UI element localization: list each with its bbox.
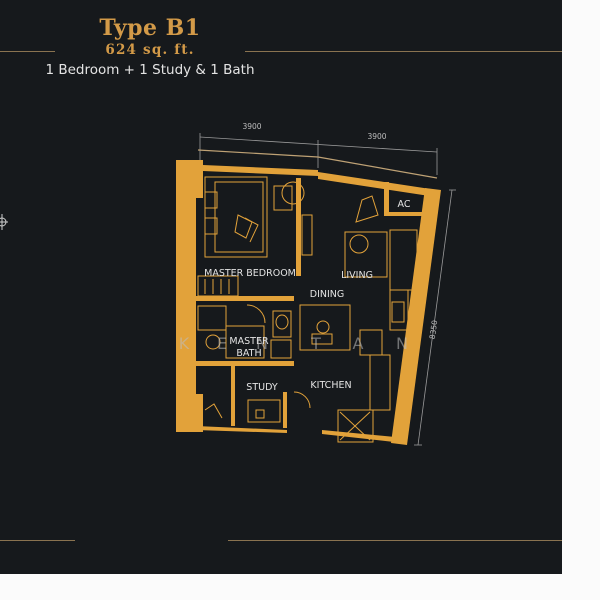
room-label-dining: DINING (310, 289, 345, 300)
header-rule-left (0, 51, 55, 52)
unit-configuration: 1 Bedroom + 1 Study & 1 Bath (45, 62, 255, 78)
watermark-letter: N (396, 334, 408, 353)
bedroom-furniture (197, 176, 313, 297)
room-label-master-bath-2: BATH (236, 348, 261, 359)
room-label-kitchen: KITCHEN (310, 380, 351, 391)
compass-icon (0, 214, 8, 230)
walls (176, 160, 441, 445)
watermark-letter: E (217, 334, 227, 353)
unit-area: 624 sq. ft. (105, 42, 195, 58)
header-rule-right (245, 51, 562, 52)
room-label-study: STUDY (246, 382, 278, 393)
unit-type-title: Type B1 (99, 15, 201, 41)
dimension-label-right: 8350 (428, 319, 440, 339)
floor-plan: 3900 3900 8350 (0, 122, 456, 446)
floor-plan-panel: Type B1 624 sq. ft. 1 Bedroom + 1 Study … (0, 0, 562, 574)
footer-rule-left (0, 540, 75, 541)
bath-fixtures (197, 304, 292, 359)
room-label-master-bath-1: MASTER (229, 336, 269, 347)
study-kitchen-fixtures (204, 354, 391, 443)
dimension-label-top-right: 3900 (367, 132, 386, 141)
watermark-letter: A (353, 334, 364, 353)
watermark-letter: T (310, 334, 321, 353)
window-line (197, 149, 438, 179)
watermark-letter: N (256, 334, 268, 353)
room-label-master-bedroom: MASTER BEDROOM (204, 268, 296, 279)
watermark-letter: K (179, 334, 190, 353)
room-label-ac: AC (398, 199, 411, 210)
dimension-lines (199, 133, 456, 446)
room-label-living: LIVING (341, 270, 373, 281)
footer-rule-right (228, 540, 562, 541)
dimension-label-top-left: 3900 (242, 122, 261, 131)
living-furniture (299, 195, 418, 356)
